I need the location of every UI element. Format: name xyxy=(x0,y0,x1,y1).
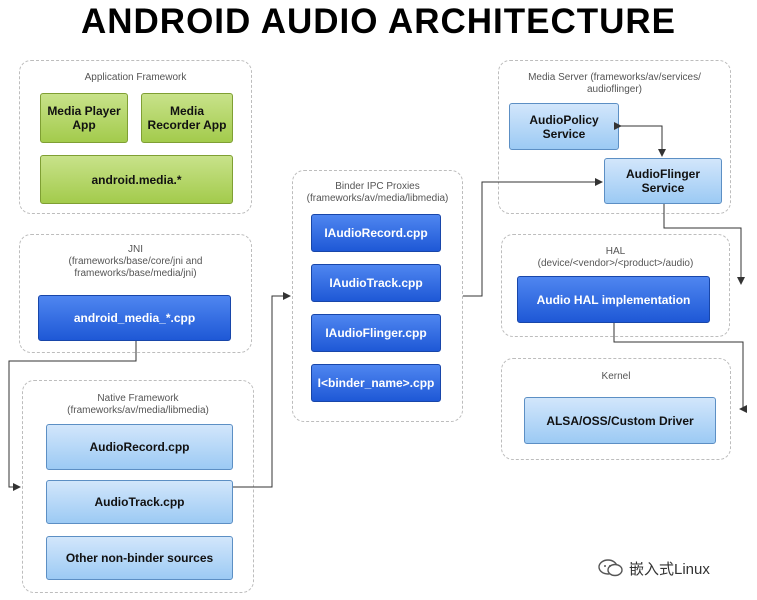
audio-flinger-service-box: AudioFlinger Service xyxy=(604,158,722,204)
group-application-framework: Application Framework xyxy=(19,60,252,214)
watermark-text: 嵌入式Linux xyxy=(629,560,710,578)
group-label: HAL (device/<vendor>/<product>/audio) xyxy=(537,246,694,269)
group-hal: HAL (device/<vendor>/<product>/audio) xyxy=(501,234,730,337)
android-media-cpp-box: android_media_*.cpp xyxy=(38,295,231,341)
group-label: Native Framework (frameworks/av/media/li… xyxy=(67,393,209,416)
group-label: Kernel xyxy=(601,371,631,382)
other-non-binder-sources-box: Other non-binder sources xyxy=(46,536,233,580)
connector-hal-to-kernel xyxy=(613,323,747,413)
connector-binder-to-audioflinger xyxy=(463,178,603,297)
media-player-app-box: Media Player App xyxy=(40,93,128,143)
watermark: 嵌入式Linux xyxy=(598,556,710,580)
group-kernel: Kernel xyxy=(501,358,731,460)
connector-native-to-binder xyxy=(233,292,291,488)
connector-jni-to-native xyxy=(8,341,137,491)
wechat-icon xyxy=(598,559,623,577)
i-audio-flinger-cpp-box: IAudioFlinger.cpp xyxy=(311,314,441,352)
group-binder-ipc-proxies: Binder IPC Proxies (frameworks/av/media/… xyxy=(292,170,463,422)
connector-audioflinger-to-hal xyxy=(663,204,745,285)
audio-record-cpp-box: AudioRecord.cpp xyxy=(46,424,233,470)
diagram-title: ANDROID AUDIO ARCHITECTURE xyxy=(80,2,677,41)
audio-hal-implementation-box: Audio HAL implementation xyxy=(517,276,710,323)
media-recorder-app-box: Media Recorder App xyxy=(141,93,233,143)
i-audio-record-cpp-box: IAudioRecord.cpp xyxy=(311,214,441,252)
group-label: Application Framework xyxy=(84,72,187,83)
i-audio-track-cpp-box: IAudioTrack.cpp xyxy=(311,264,441,302)
group-label: Media Server (frameworks/av/services/ au… xyxy=(528,72,701,95)
android-media-box: android.media.* xyxy=(40,155,233,204)
connector-policy-flinger xyxy=(614,122,666,157)
i-binder-name-cpp-box: I<binder_name>.cpp xyxy=(311,364,441,402)
audio-track-cpp-box: AudioTrack.cpp xyxy=(46,480,233,524)
group-label: JNI (frameworks/base/core/jni and framew… xyxy=(68,244,203,279)
group-media-server: Media Server (frameworks/av/services/ au… xyxy=(498,60,731,214)
alsa-oss-custom-driver-box: ALSA/OSS/Custom Driver xyxy=(524,397,716,444)
group-label: Binder IPC Proxies (frameworks/av/media/… xyxy=(306,181,449,204)
